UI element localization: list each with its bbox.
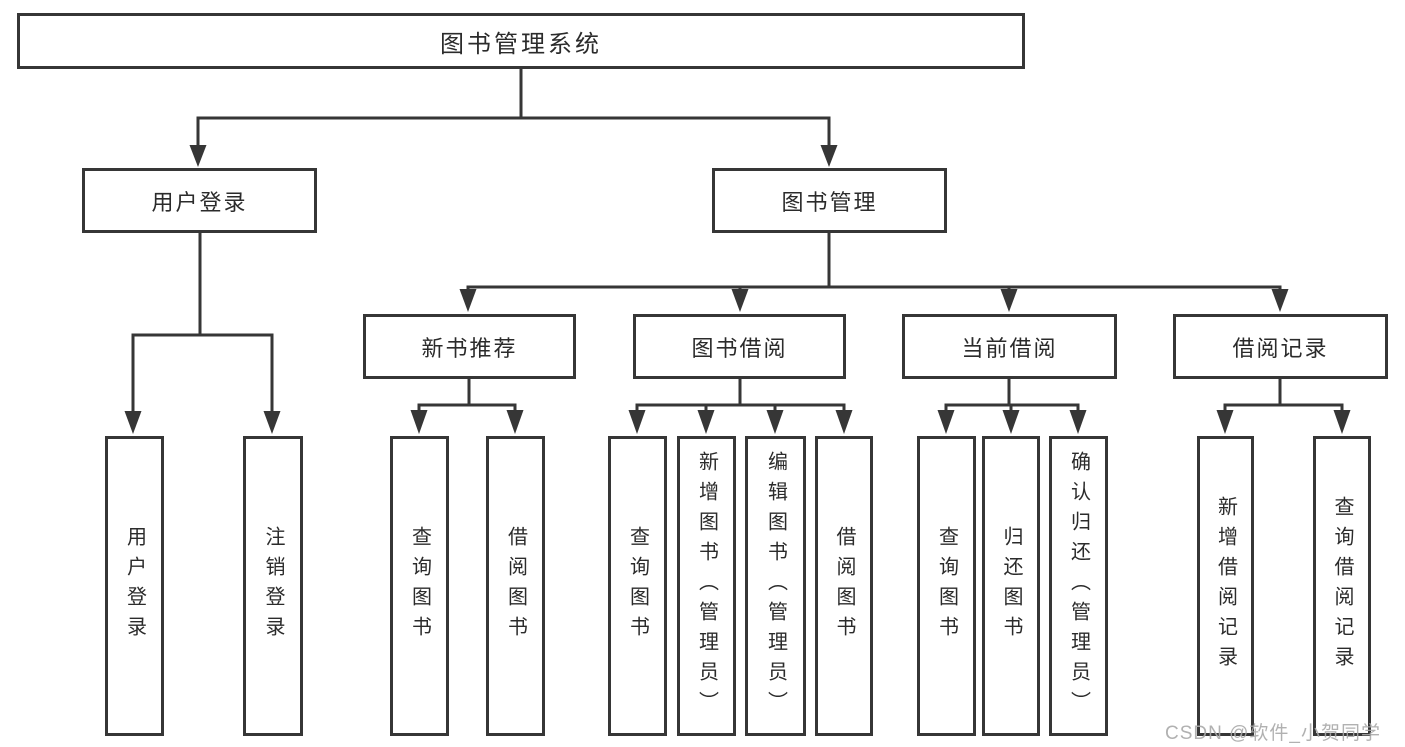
node-user-login: 用户登录 xyxy=(82,168,317,233)
arrowheads xyxy=(124,145,1351,434)
leaf-query-borrow-record-label: 查询借阅记录 xyxy=(1331,496,1353,676)
leaf-query-books-current: 查询图书 xyxy=(917,436,976,736)
leaf-borrow-books-recommend-label: 借阅图书 xyxy=(504,526,527,646)
leaf-query-borrow-record: 查询借阅记录 xyxy=(1313,436,1371,736)
node-book-borrowing-label: 图书借阅 xyxy=(691,335,788,361)
leaf-query-books-borrowing: 查询图书 xyxy=(608,436,667,736)
leaf-query-books-current-label: 查询图书 xyxy=(935,526,958,646)
node-current-borrowing-label: 当前借阅 xyxy=(961,335,1058,361)
node-root-label: 图书管理系统 xyxy=(440,30,602,58)
node-borrowing-records-label: 借阅记录 xyxy=(1232,335,1329,361)
leaf-return-book: 归还图书 xyxy=(982,436,1040,736)
leaf-borrow-books-label: 借阅图书 xyxy=(833,526,855,646)
node-book-management: 图书管理 xyxy=(712,168,947,233)
leaf-query-books-borrowing-label: 查询图书 xyxy=(626,526,649,646)
leaf-edit-book-admin: 编辑图书（管理员） xyxy=(745,436,806,736)
leaf-user-login: 用户登录 xyxy=(105,436,164,736)
leaf-user-login-label: 用户登录 xyxy=(123,526,146,646)
node-root: 图书管理系统 xyxy=(17,13,1025,69)
node-book-borrowing: 图书借阅 xyxy=(633,314,846,379)
leaf-query-books-recommend: 查询图书 xyxy=(390,436,449,736)
leaf-logout-label: 注销登录 xyxy=(262,526,284,646)
node-new-book-recommend: 新书推荐 xyxy=(363,314,576,379)
leaf-add-book-admin-label: 新增图书（管理员） xyxy=(695,451,718,721)
leaf-add-borrow-record: 新增借阅记录 xyxy=(1197,436,1254,736)
node-borrowing-records: 借阅记录 xyxy=(1173,314,1388,379)
leaf-confirm-return-admin-label: 确认归还（管理员） xyxy=(1067,451,1090,721)
watermark-text: CSDN @软件_小贺同学 xyxy=(1165,723,1381,744)
leaf-query-books-recommend-label: 查询图书 xyxy=(408,526,431,646)
node-current-borrowing: 当前借阅 xyxy=(902,314,1117,379)
node-book-management-label: 图书管理 xyxy=(781,189,878,215)
leaf-edit-book-admin-label: 编辑图书（管理员） xyxy=(764,451,787,721)
leaf-add-borrow-record-label: 新增借阅记录 xyxy=(1214,496,1237,676)
leaf-confirm-return-admin: 确认归还（管理员） xyxy=(1049,436,1108,736)
leaf-add-book-admin: 新增图书（管理员） xyxy=(677,436,736,736)
node-new-book-recommend-label: 新书推荐 xyxy=(421,335,518,361)
leaf-logout: 注销登录 xyxy=(243,436,303,736)
leaf-borrow-books: 借阅图书 xyxy=(815,436,873,736)
leaf-borrow-books-recommend: 借阅图书 xyxy=(486,436,545,736)
node-user-login-label: 用户登录 xyxy=(151,189,248,215)
leaf-return-book-label: 归还图书 xyxy=(1000,526,1022,646)
